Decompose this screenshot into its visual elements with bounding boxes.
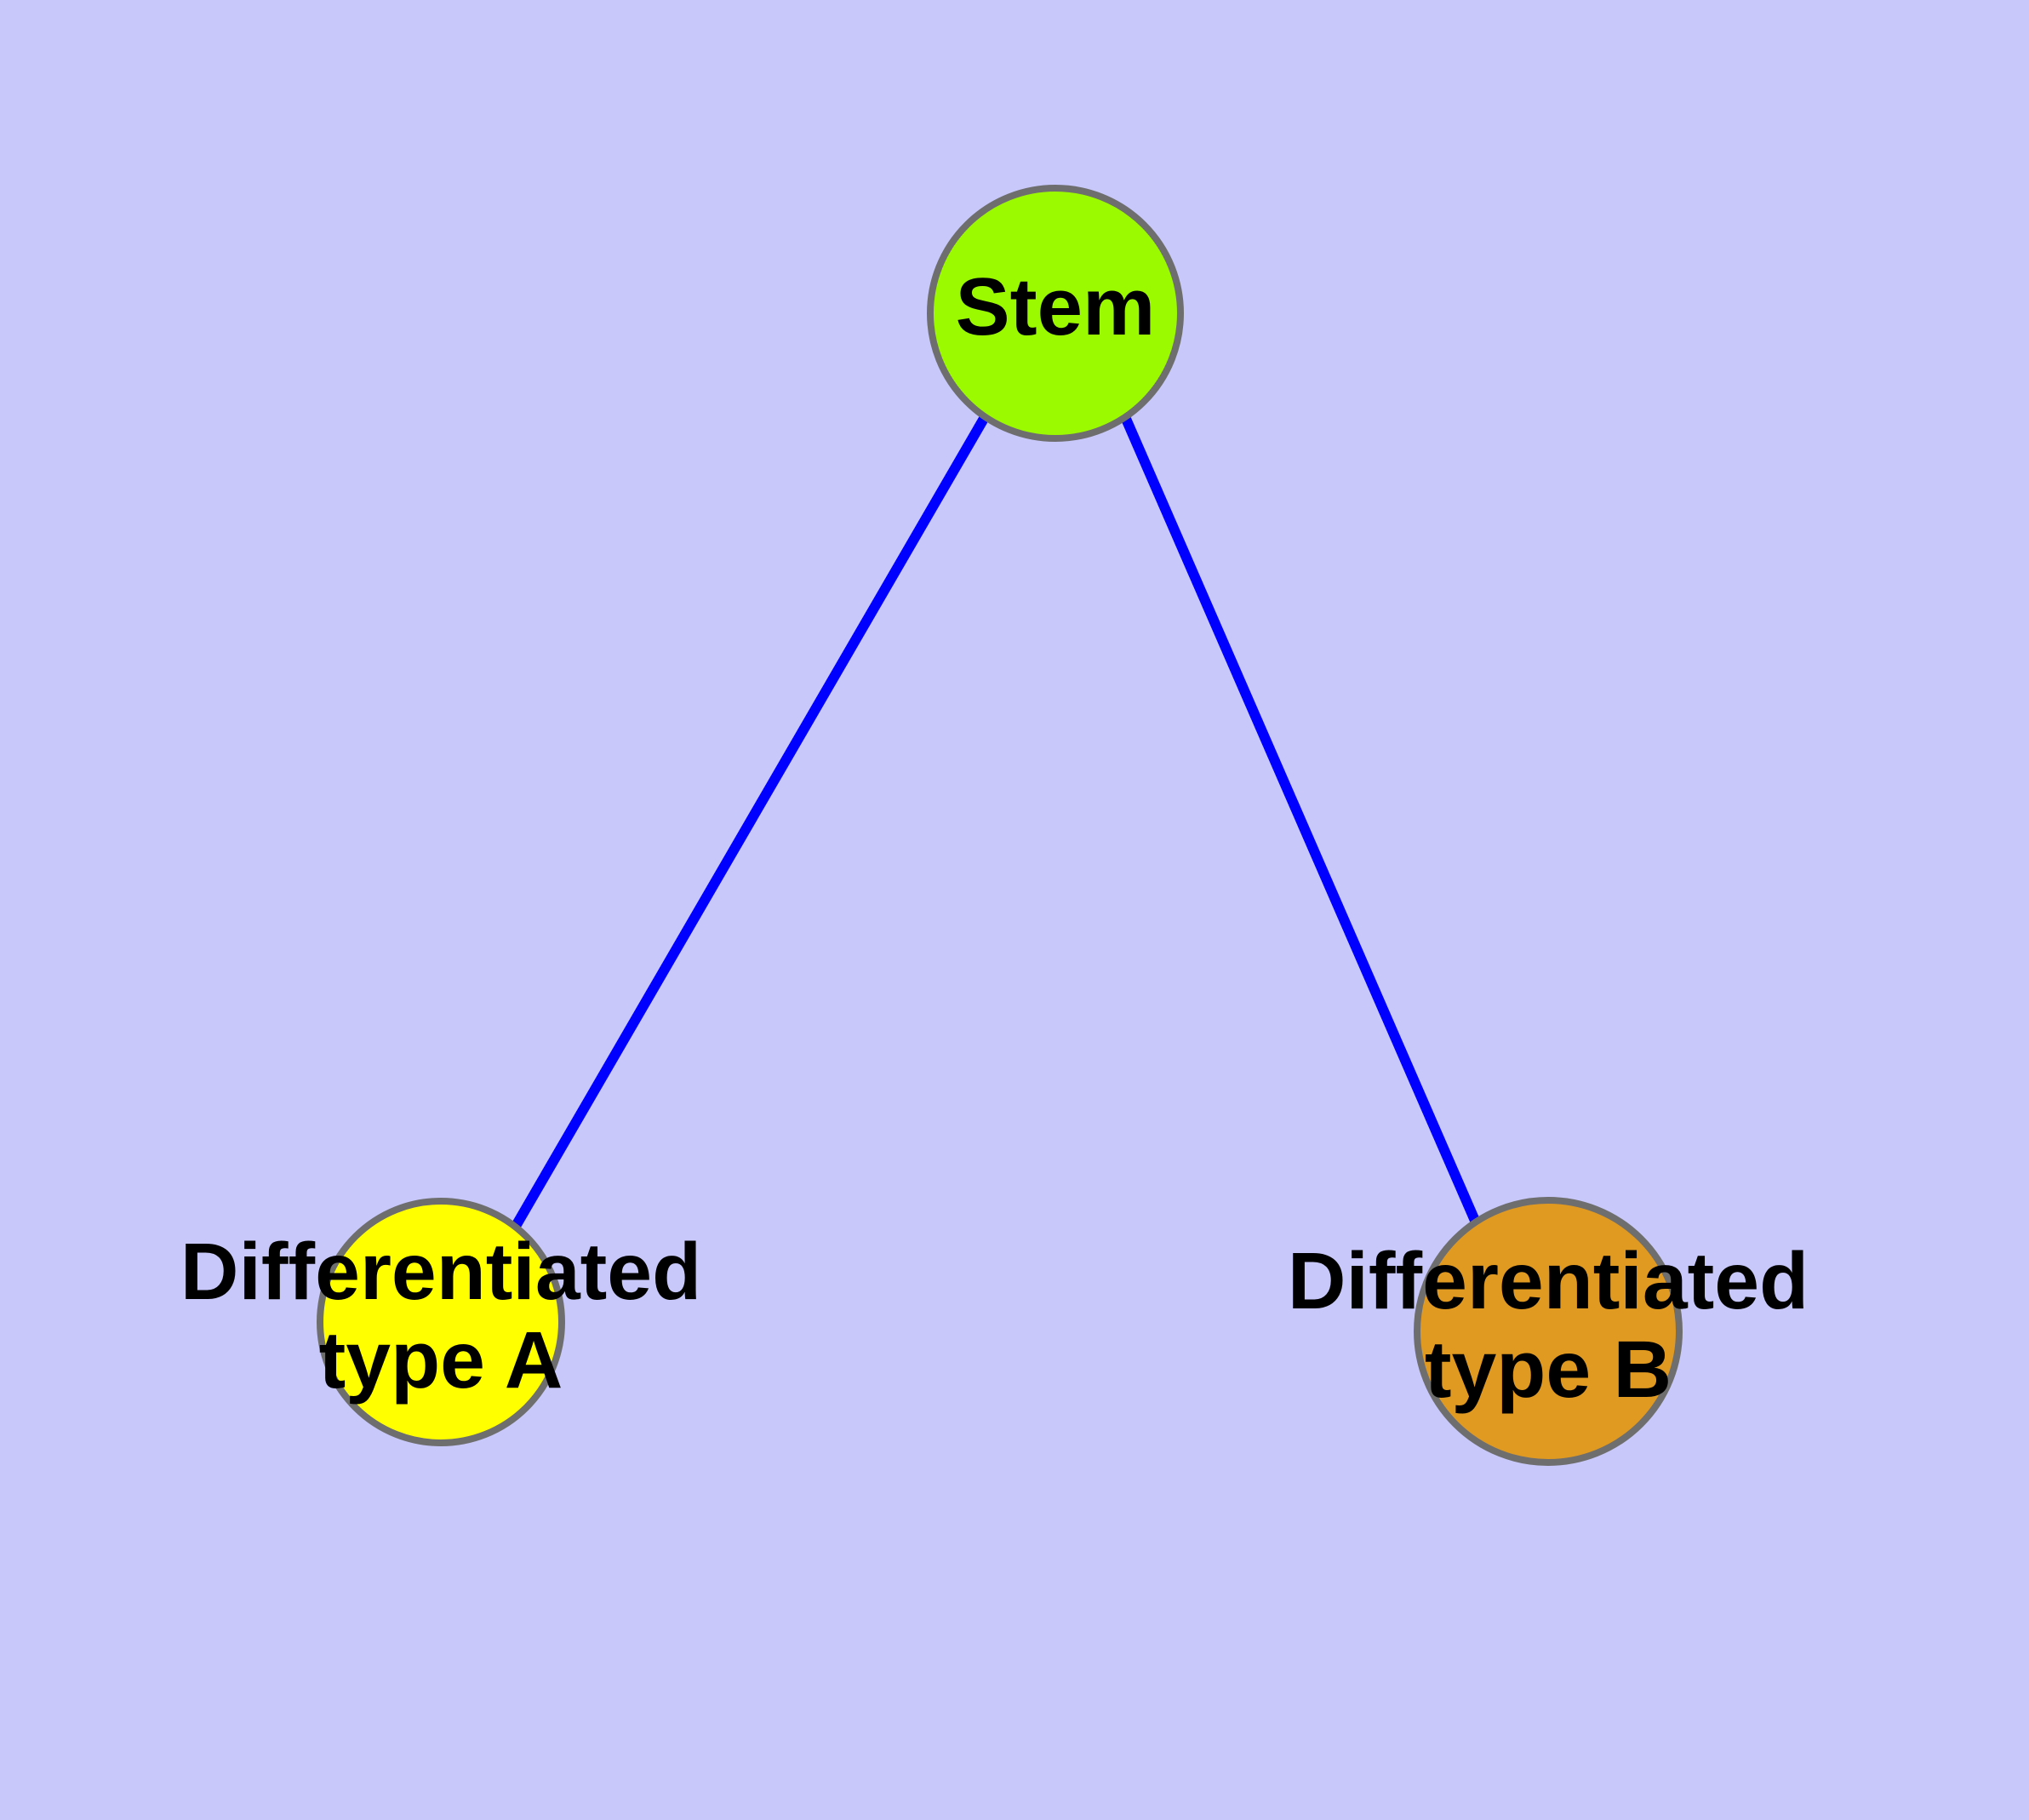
- node-stem-label: Stem: [956, 261, 1156, 352]
- node-stem[interactable]: [927, 185, 1184, 442]
- node-differentiated-type-b-label-line: type B: [1425, 1325, 1672, 1415]
- node-stem-label-line: Stem: [956, 261, 1156, 352]
- node-differentiated-type-a-label-line: type A: [319, 1315, 563, 1405]
- edge-stem-to-type-a[interactable]: [510, 414, 990, 1231]
- nodes-layer: [317, 185, 1683, 1466]
- node-differentiated-type-a[interactable]: [317, 1198, 565, 1446]
- node-differentiated-type-b-label-line: Differentiated: [1288, 1236, 1809, 1326]
- edges-layer: [510, 414, 1483, 1231]
- node-differentiated-type-a-label-line: Differentiated: [180, 1227, 701, 1317]
- node-differentiated-type-b[interactable]: [1414, 1197, 1683, 1466]
- edge-stem-to-type-b[interactable]: [1121, 416, 1483, 1231]
